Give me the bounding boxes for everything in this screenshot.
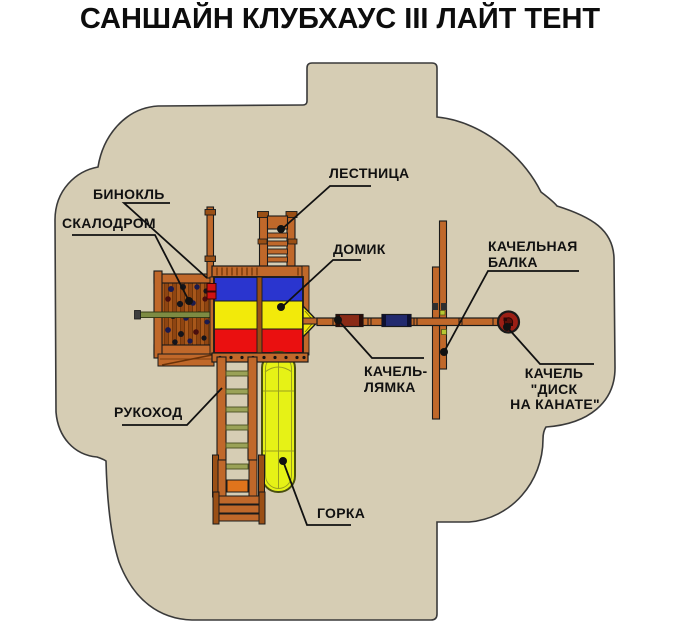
label-disc-swing: КАЧЕЛЬ "ДИСК НА КАНАТЕ" (480, 365, 600, 413)
leader-slide (282, 460, 351, 526)
leader-monkey-bars (122, 387, 223, 426)
roof-peak (302, 304, 320, 339)
swing-a-frame (431, 220, 448, 420)
label-house: ДОМИК (333, 241, 386, 257)
label-disc-swing-line3: НА КАНАТЕ" (510, 396, 600, 412)
label-ladder: ЛЕСТНИЦА (329, 165, 410, 181)
leader-house (281, 259, 361, 308)
leader-binoculars (121, 202, 208, 279)
leader-disc-swing (506, 326, 594, 365)
leader-lines (72, 185, 594, 526)
playground-area-outline (54, 62, 616, 621)
ladder (257, 211, 298, 270)
swing-beam (316, 310, 499, 335)
climbing-wall (134, 270, 215, 359)
strap-swing-blue (381, 313, 412, 328)
label-strap-swing-line2: ЛЯМКА (364, 378, 416, 395)
label-disc-swing-line1: КАЧЕЛЬ (524, 365, 584, 381)
label-climbing-wall: СКАЛОДРОМ (62, 215, 156, 231)
label-strap-swing: КАЧЕЛЬ- ЛЯМКА (364, 363, 428, 395)
top-deck-rail (211, 265, 309, 278)
label-swing-beam: КАЧЕЛЬНАЯ БАЛКА (488, 238, 578, 270)
slide (261, 351, 296, 493)
label-monkey-bars: РУКОХОД (114, 404, 183, 420)
label-binoculars: БИНОКЛЬ (93, 186, 165, 202)
bottom-steps (212, 491, 266, 525)
leader-strap-swing (337, 319, 424, 359)
label-strap-swing-line1: КАЧЕЛЬ- (364, 363, 428, 379)
label-swing-beam-line2: БАЛКА (488, 253, 538, 270)
binoculars (206, 283, 217, 300)
monkey-bars-platform (212, 454, 265, 498)
leader-ladder (281, 185, 371, 230)
house-tent (206, 265, 320, 356)
leader-swing-beam (443, 270, 579, 353)
label-slide: ГОРКА (317, 505, 366, 521)
label-swing-beam-line1: КАЧЕЛЬНАЯ (488, 238, 578, 254)
leader-dots (185, 225, 511, 465)
pullup-bar (134, 310, 215, 320)
monkey-bars (212, 356, 266, 525)
diagram-title: САНШАЙН КЛУБХАУС III ЛАЙТ ТЕНТ (79, 3, 601, 35)
lower-left-deck (157, 353, 215, 367)
leader-climbing-wall (72, 234, 190, 302)
label-disc-swing-line2: "ДИСК (530, 380, 578, 397)
